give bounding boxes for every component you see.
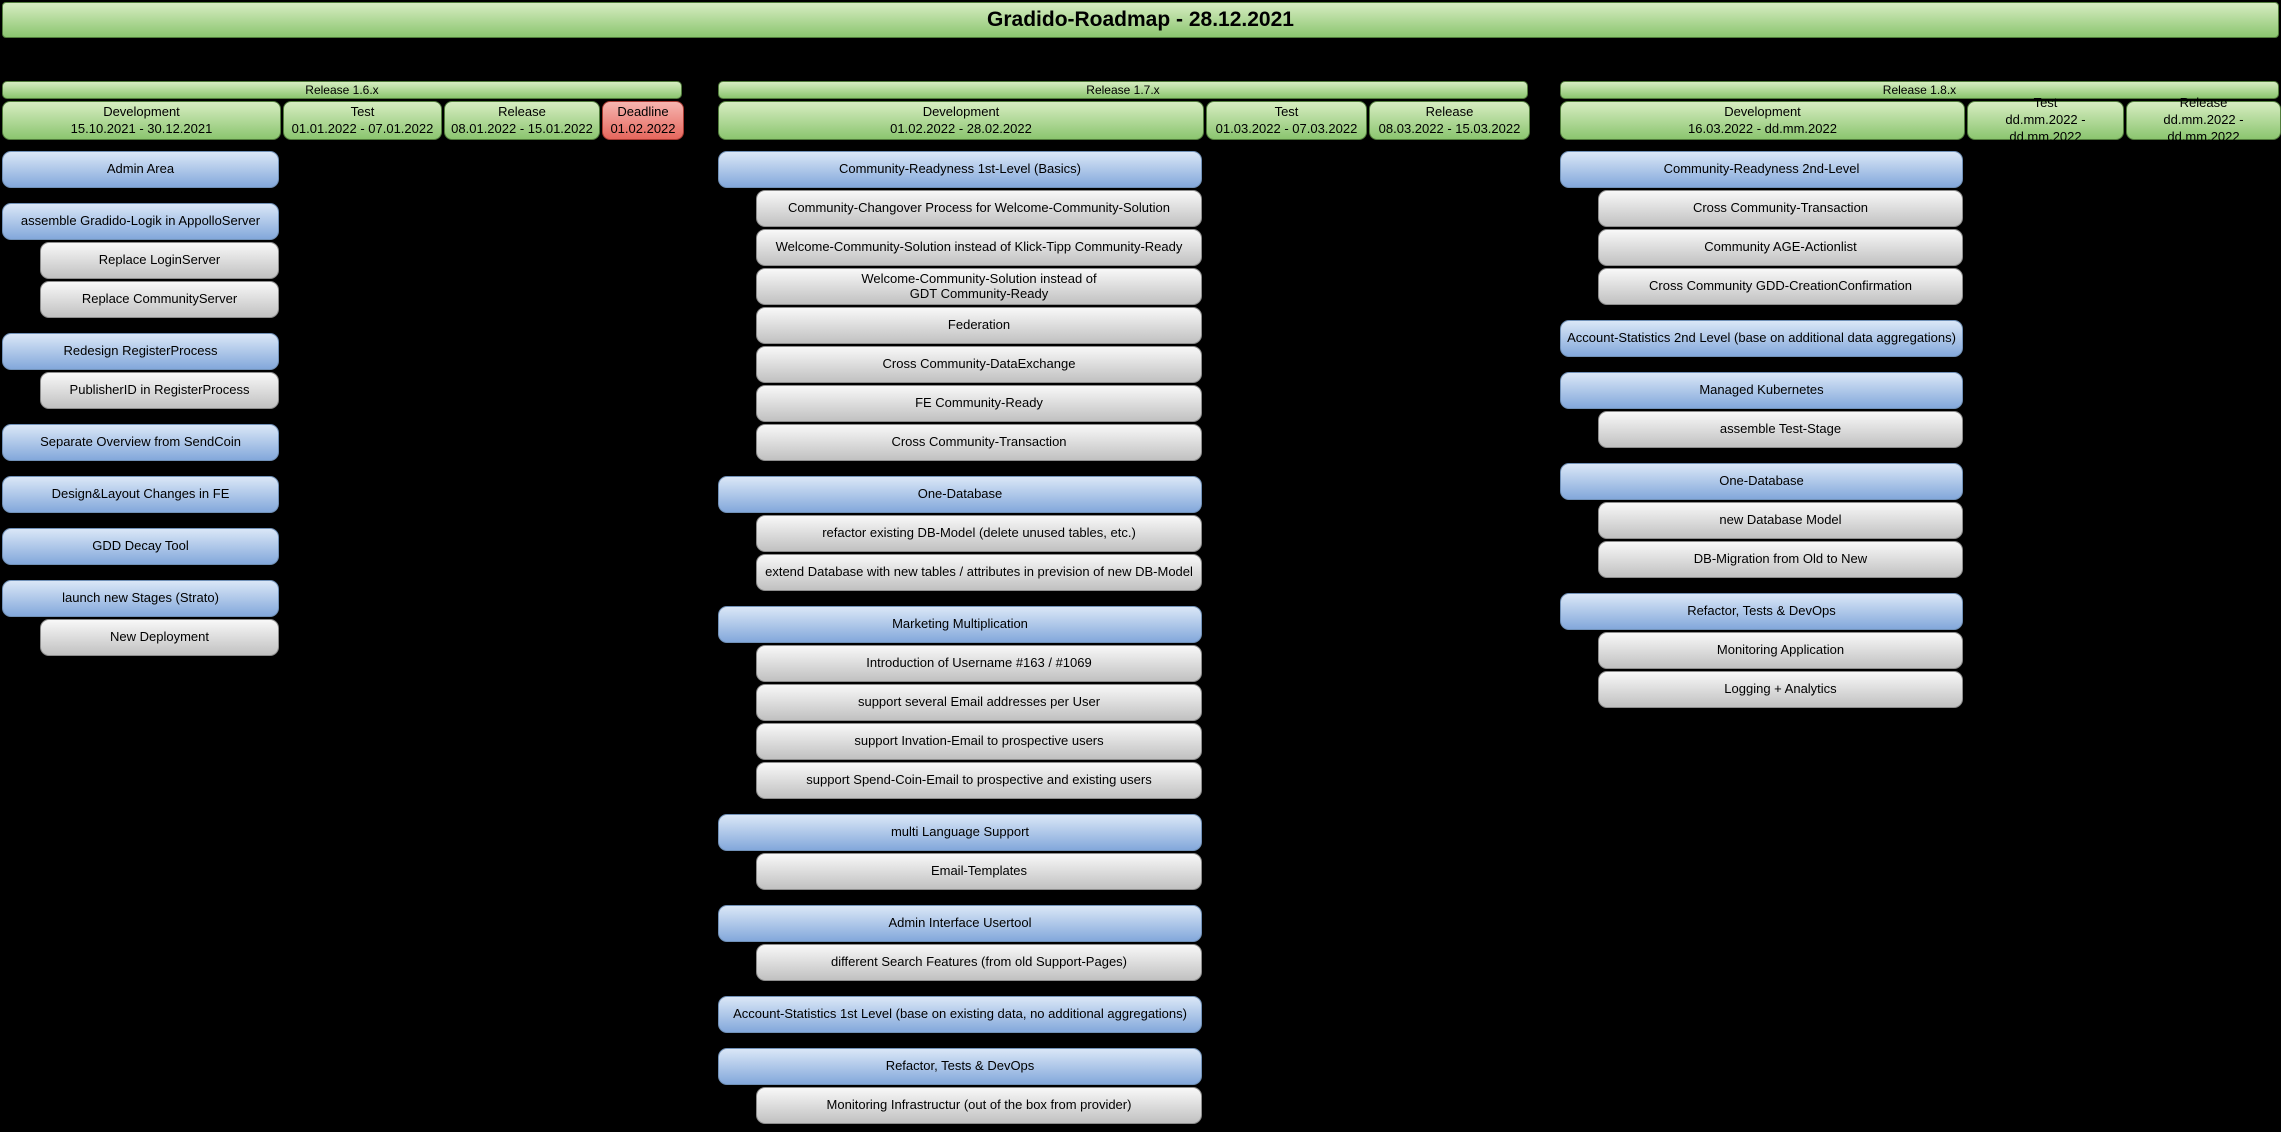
task-parent: Admin Area (2, 151, 279, 188)
phase-dates: 01.01.2022 - 07.01.2022 (291, 120, 434, 136)
task-child: new Database Model (1598, 502, 1963, 539)
task-parent: assemble Gradido-Logik in AppolloServer (2, 203, 279, 240)
task-child: Email-Templates (756, 853, 1202, 890)
task-parent: One-Database (1560, 463, 1963, 500)
phase-dates: 08.03.2022 - 15.03.2022 (1378, 120, 1521, 136)
task-child: support Spend-Coin-Email to prospective … (756, 762, 1202, 799)
phase-label: Test (350, 103, 375, 119)
task-parent: Marketing Multiplication (718, 606, 1202, 643)
task-parent: Design&Layout Changes in FE (2, 476, 279, 513)
task-child: support Invation-Email to prospective us… (756, 723, 1202, 760)
task-child: Replace CommunityServer (40, 281, 279, 318)
task-child: Community-Changover Process for Welcome-… (756, 190, 1202, 227)
release-title: Release 1.8.x (1560, 81, 2279, 99)
task-parent: One-Database (718, 476, 1202, 513)
release-title: Release 1.6.x (2, 81, 682, 99)
phase-label: Release (498, 103, 546, 119)
task-child: PublisherID in RegisterProcess (40, 372, 279, 409)
phase-label: Test (1274, 103, 1299, 119)
page-title: Gradido-Roadmap - 28.12.2021 (2, 2, 2279, 38)
task-child: Cross Community-DataExchange (756, 346, 1202, 383)
phase-dates: 15.10.2021 - 30.12.2021 (70, 120, 213, 136)
task-parent: Community-Readyness 2nd-Level (1560, 151, 1963, 188)
task-parent: Refactor, Tests & DevOps (1560, 593, 1963, 630)
phase-dates: dd.mm.2022 - dd.mm.2022 (2163, 112, 2244, 144)
task-child: New Deployment (40, 619, 279, 656)
task-child: DB-Migration from Old to New (1598, 541, 1963, 578)
phase-dates: 16.03.2022 - dd.mm.2022 (1688, 120, 1837, 136)
phase-dates: 01.02.2022 (610, 120, 676, 136)
phase-dates: 01.03.2022 - 07.03.2022 (1215, 120, 1358, 136)
task-child: Cross Community-Transaction (756, 424, 1202, 461)
task-child: support several Email addresses per User (756, 684, 1202, 721)
task-parent: Managed Kubernetes (1560, 372, 1963, 409)
task-parent: Account-Statistics 1st Level (base on ex… (718, 996, 1202, 1033)
task-child: refactor existing DB-Model (delete unuse… (756, 515, 1202, 552)
phase-dates: 08.01.2022 - 15.01.2022 (451, 120, 593, 136)
task-child: Replace LoginServer (40, 242, 279, 279)
phase-label: Test (2033, 95, 2058, 111)
task-parent: Community-Readyness 1st-Level (Basics) (718, 151, 1202, 188)
task-child: Cross Community-Transaction (1598, 190, 1963, 227)
task-child: FE Community-Ready (756, 385, 1202, 422)
task-child: assemble Test-Stage (1598, 411, 1963, 448)
phase-label: Release (1425, 103, 1474, 119)
phase-label: Development (922, 103, 1000, 119)
task-child: Logging + Analytics (1598, 671, 1963, 708)
task-parent: Separate Overview from SendCoin (2, 424, 279, 461)
task-child: extend Database with new tables / attrib… (756, 554, 1202, 591)
task-parent: Redesign RegisterProcess (2, 333, 279, 370)
task-child: Federation (756, 307, 1202, 344)
phase-label: Deadline (617, 103, 669, 119)
task-child: different Search Features (from old Supp… (756, 944, 1202, 981)
task-parent: Refactor, Tests & DevOps (718, 1048, 1202, 1085)
phase-dates: 01.02.2022 - 28.02.2022 (890, 120, 1032, 136)
task-child: Welcome-Community-Solution instead of GD… (756, 268, 1202, 305)
task-child: Monitoring Application (1598, 632, 1963, 669)
task-parent: multi Language Support (718, 814, 1202, 851)
phase-dates: dd.mm.2022 - dd.mm.2022 (2005, 112, 2086, 144)
task-parent: Account-Statistics 2nd Level (base on ad… (1560, 320, 1963, 357)
phase-label: Release (2179, 95, 2228, 111)
task-child: Community AGE-Actionlist (1598, 229, 1963, 266)
task-child: Monitoring Infrastructur (out of the box… (756, 1087, 1202, 1124)
task-parent: launch new Stages (Strato) (2, 580, 279, 617)
task-parent: Admin Interface Usertool (718, 905, 1202, 942)
phase-label: Development (1724, 103, 1801, 119)
phase-label: Development (103, 103, 180, 119)
task-child: Cross Community GDD-CreationConfirmation (1598, 268, 1963, 305)
task-child: Welcome-Community-Solution instead of Kl… (756, 229, 1202, 266)
release-title: Release 1.7.x (718, 81, 1528, 99)
task-parent: GDD Decay Tool (2, 528, 279, 565)
task-child: Introduction of Username #163 / #1069 (756, 645, 1202, 682)
